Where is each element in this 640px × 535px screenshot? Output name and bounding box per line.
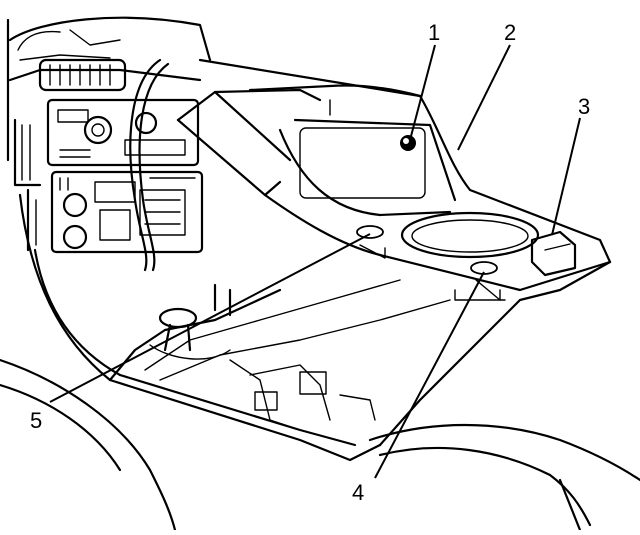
leader-2 — [457, 44, 511, 151]
leader-lines — [49, 44, 581, 479]
console-upper — [176, 58, 612, 301]
callout-2: 2 — [504, 20, 516, 45]
leader-1 — [409, 44, 436, 141]
leader-3 — [551, 117, 581, 236]
wire-harness — [129, 58, 170, 272]
callout-5: 5 — [30, 408, 42, 433]
switch-3 — [530, 230, 577, 277]
callout-4: 4 — [352, 480, 364, 505]
retainer-5 — [356, 225, 386, 259]
callout-1: 1 — [428, 20, 440, 45]
callout-3: 3 — [578, 94, 590, 119]
leader-4 — [374, 271, 485, 479]
fastener-1 — [400, 135, 416, 151]
callout-labels: 1 2 3 4 5 — [30, 20, 590, 505]
instrument-panel — [6, 16, 212, 254]
leader-5 — [49, 233, 371, 403]
console-lower — [0, 193, 640, 532]
